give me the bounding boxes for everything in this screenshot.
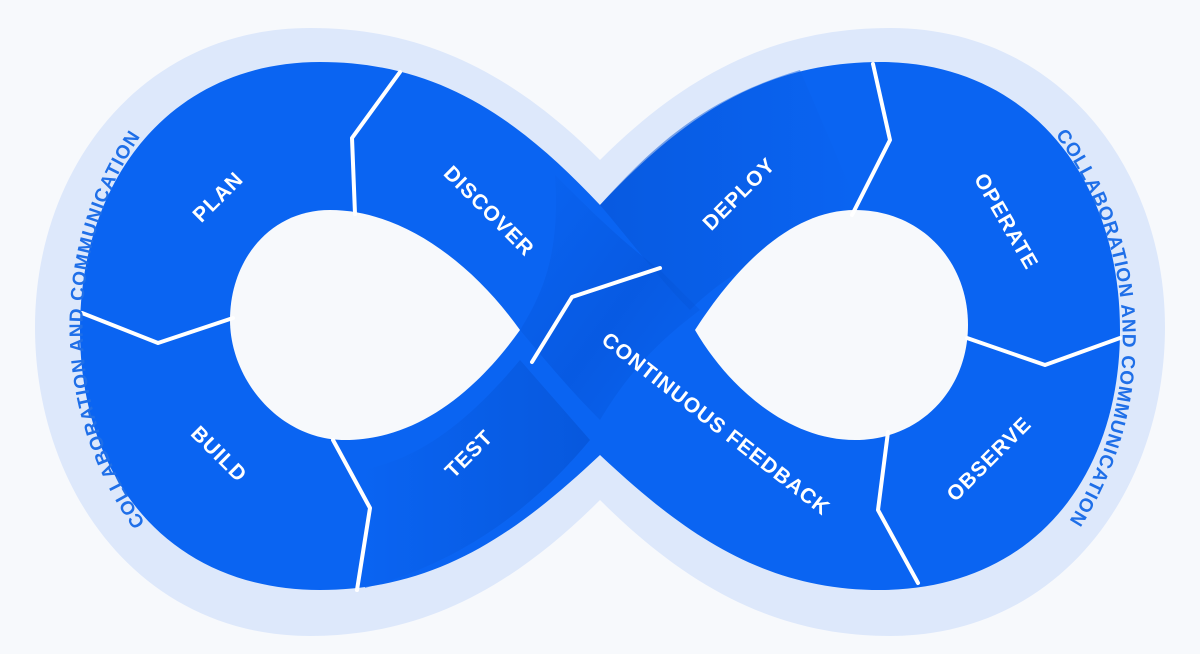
left-inner-hole (230, 210, 520, 440)
divider-build-test (331, 438, 372, 592)
divider-plan-discover (350, 70, 402, 216)
right-inner-hole (695, 210, 968, 440)
divider-test-feedback (530, 266, 662, 364)
test-shade (360, 360, 590, 588)
segment-dividers (80, 62, 1122, 592)
divider-observe-feedback (876, 430, 920, 585)
divider-deploy-operate (850, 62, 892, 217)
divider-plan-build (80, 311, 235, 345)
crossing-shade (520, 175, 700, 420)
divider-operate-observe (965, 336, 1122, 367)
deploy-shade (600, 70, 860, 310)
